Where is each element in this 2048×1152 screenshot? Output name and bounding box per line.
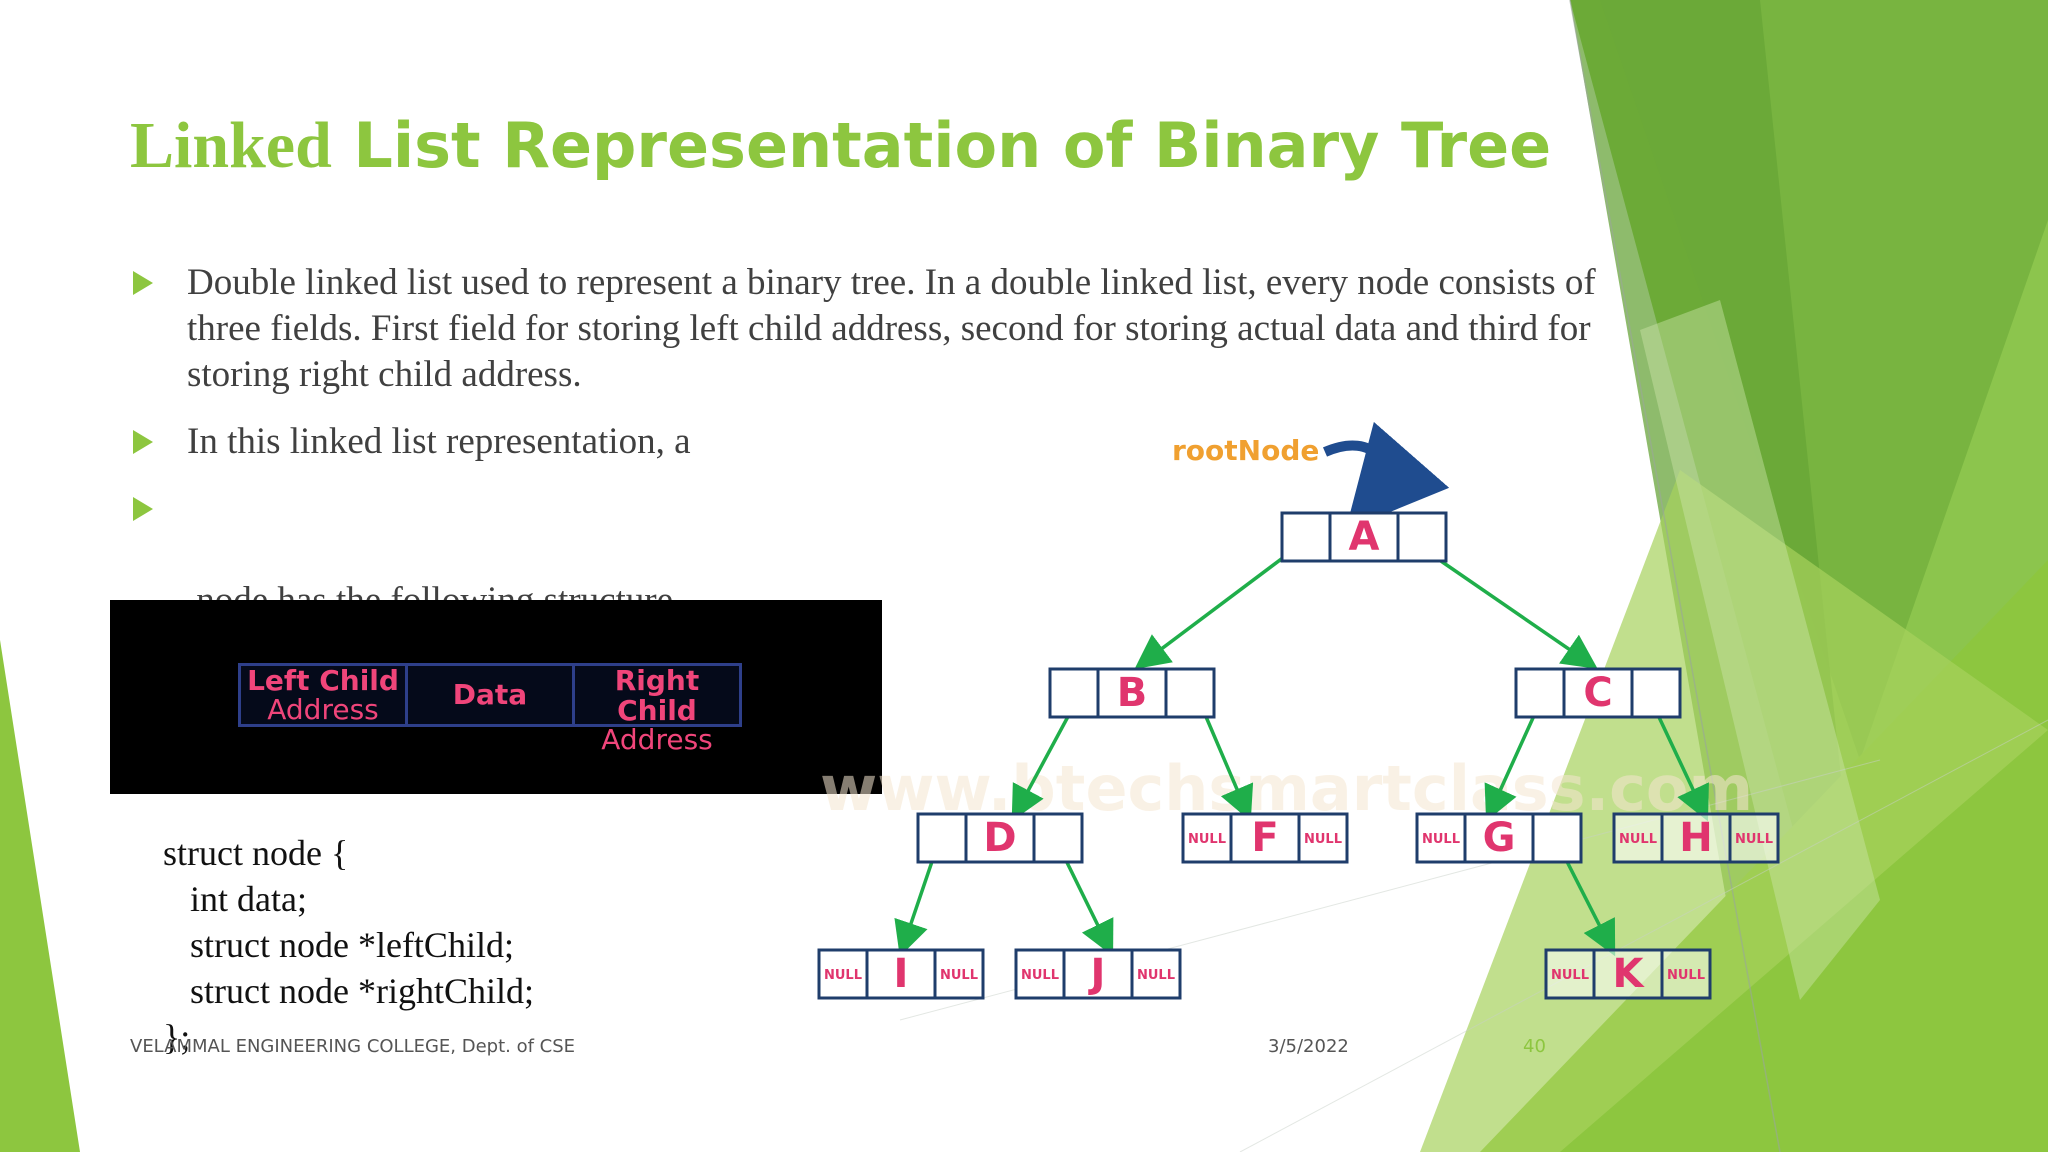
null-label-i-left: NULL [824, 968, 862, 983]
root-pointer-arrow [1322, 421, 1450, 531]
code-line-1: struct node { [163, 833, 349, 873]
code-line-5: }; [163, 1017, 191, 1057]
edge-a-b [1134, 546, 1298, 670]
null-label-j-left: NULL [1021, 968, 1059, 983]
null-label-g-left: NULL [1422, 832, 1460, 847]
code-line-3: struct node *leftChild; [163, 925, 514, 965]
title-part-1: Linked [130, 109, 332, 182]
root-node-label: rootNode [1172, 434, 1319, 467]
bullet-1-line-3: storing right child address. [187, 354, 582, 395]
null-label-k-right: NULL [1667, 968, 1705, 983]
code-line-4: struct node *rightChild; [163, 971, 534, 1011]
tree-nodes [817, 511, 1780, 1000]
left-child-sublabel: Address [267, 693, 379, 726]
slide-title: Linked List Representation of Binary Tre… [130, 108, 1551, 184]
footer-date: 3/5/2022 [1268, 1036, 1349, 1057]
left-child-label: Left Child [247, 664, 399, 697]
left-child-field: Left Child Address [238, 663, 408, 727]
edge-a-c [1421, 546, 1598, 669]
tree-node-b [1048, 667, 1216, 719]
footer-page-number: 40 [1523, 1036, 1546, 1057]
tree-edges [894, 546, 1709, 957]
null-label-i-right: NULL [940, 968, 978, 983]
bullet-arrow-icon [133, 430, 153, 454]
null-label-h-left: NULL [1619, 832, 1657, 847]
tree-node-k [1544, 948, 1712, 1000]
null-label-j-right: NULL [1137, 968, 1175, 983]
null-label-f-right: NULL [1304, 832, 1342, 847]
tree-node-c [1514, 667, 1682, 719]
bullet-2-line-1: In this linked list representation, a [187, 421, 691, 462]
node-label-k: K [1613, 951, 1646, 997]
node-label-d: D [983, 815, 1016, 861]
bullet-1: Double linked list used to represent a b… [187, 260, 1667, 398]
node-label-c: C [1583, 670, 1612, 716]
bullet-arrow-icon [133, 271, 153, 295]
tree-node-d [916, 812, 1084, 864]
tree-node-i [817, 948, 985, 1000]
node-label-j: J [1088, 951, 1106, 997]
title-part-2: List Representation of Binary Tree [331, 109, 1552, 182]
tree-node-f [1181, 812, 1349, 864]
bullet-1-line-1: Double linked list used to represent a b… [187, 262, 1596, 303]
tree-node-a [1280, 511, 1448, 563]
node-label-a: A [1349, 514, 1380, 560]
right-child-field: Right Child Address [572, 663, 742, 754]
data-field: Data [405, 663, 575, 727]
tree-node-g [1415, 812, 1583, 864]
right-child-sublabel: Address [601, 723, 713, 756]
tree-node-h [1612, 812, 1780, 864]
bullet-arrow-icon [133, 497, 153, 521]
null-label-f-left: NULL [1188, 832, 1226, 847]
footer-college: VELAMMAL ENGINEERING COLLEGE, Dept. of C… [130, 1036, 576, 1057]
node-label-b: B [1117, 670, 1148, 716]
bullet-2: In this linked list representation, a [187, 419, 691, 465]
node-label-g: G [1483, 815, 1516, 861]
tree-node-j [1014, 948, 1182, 1000]
null-label-h-right: NULL [1735, 832, 1773, 847]
bullet-1-line-2: three fields. First field for storing le… [187, 308, 1591, 349]
node-label-h: H [1679, 815, 1712, 861]
data-label: Data [452, 678, 528, 711]
null-label-k-left: NULL [1551, 968, 1589, 983]
node-label-f: F [1251, 815, 1278, 861]
code-line-2: int data; [163, 879, 307, 919]
node-label-i: I [894, 951, 909, 997]
right-child-label: Right Child [614, 664, 700, 727]
